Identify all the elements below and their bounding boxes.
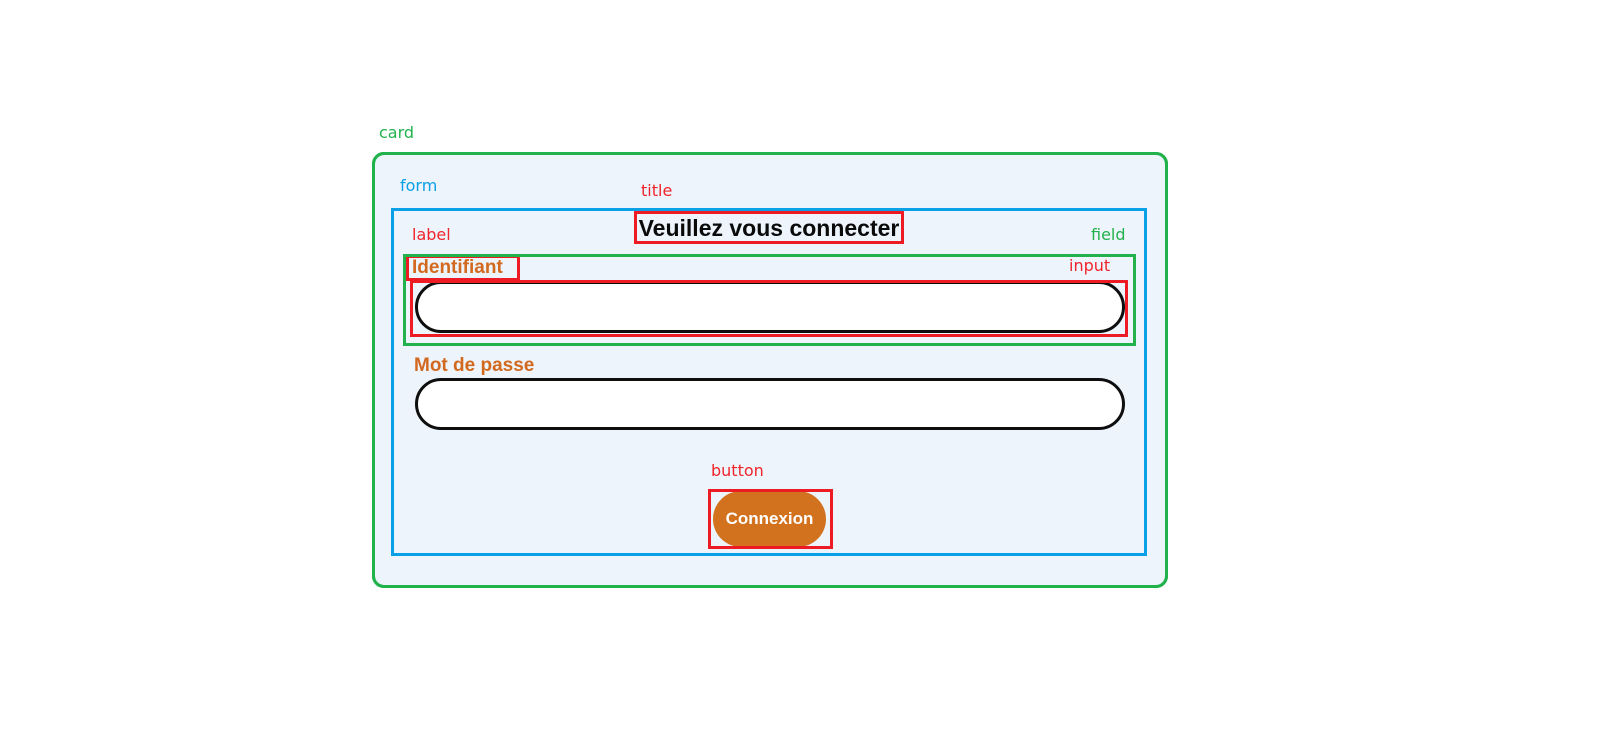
mot-de-passe-input[interactable] [415, 378, 1125, 430]
label-identifiant: Identifiant [412, 257, 503, 278]
identifiant-input[interactable] [415, 281, 1125, 333]
annotation-label-input: input [1069, 256, 1111, 275]
annotation-label-label: label [412, 225, 451, 244]
connexion-button[interactable]: Connexion [713, 491, 826, 547]
page-title: Veuillez vous connecter [638, 214, 900, 241]
annotation-label-button: button [711, 461, 764, 480]
label-mot-de-passe: Mot de passe [414, 355, 535, 376]
annotation-label-field: field [1091, 225, 1126, 244]
annotation-label-card: card [379, 123, 415, 142]
annotation-label-title: title [641, 181, 673, 200]
annotation-label-form: form [400, 176, 438, 195]
